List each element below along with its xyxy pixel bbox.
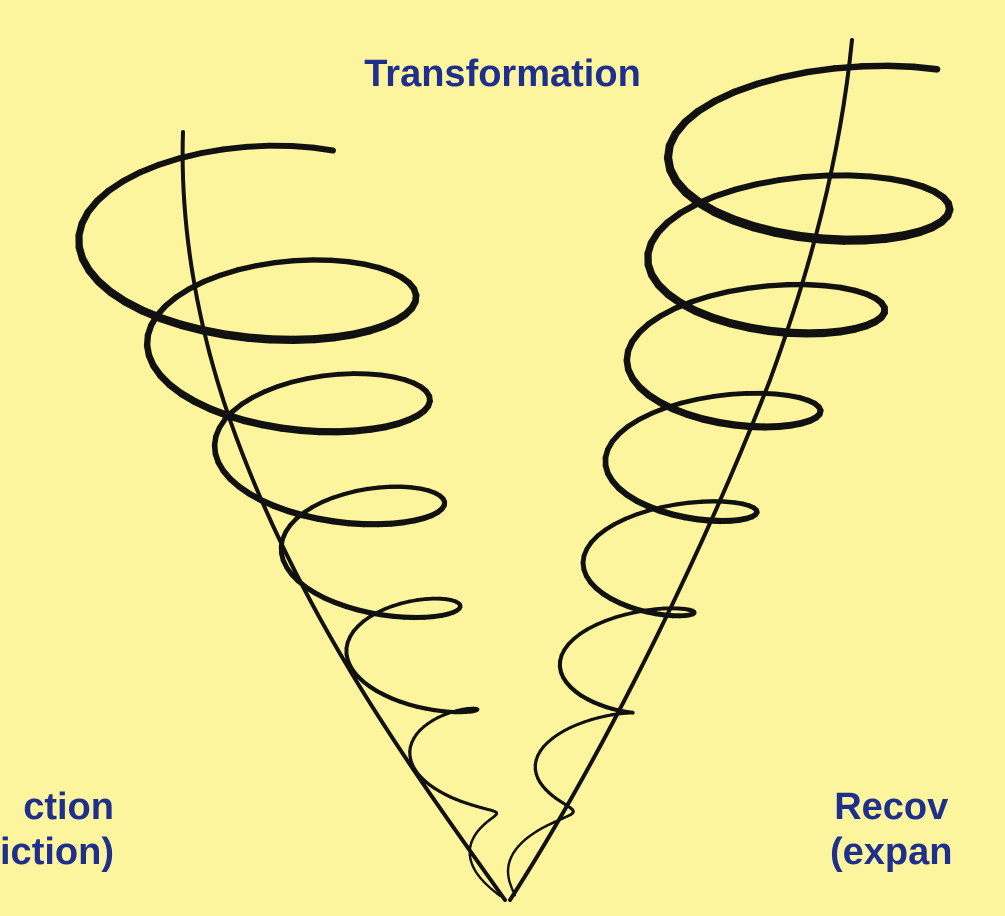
spiral-coil-segment: [220, 270, 238, 275]
spiral-coil-segment: [748, 286, 768, 288]
spiral-coil-segment: [224, 147, 247, 150]
spiral-coil-segment: [697, 396, 713, 399]
spiral-axis: [510, 40, 852, 900]
spiral-coil-segment: [714, 394, 731, 396]
recovery-label-line-2: (expan: [830, 830, 952, 875]
spiral-coil-segment: [140, 165, 159, 173]
transformation-label: Transformation: [0, 52, 1005, 97]
spiral-coil-segment: [710, 292, 729, 297]
spiral-coil-segment: [294, 260, 313, 261]
spiral-coil-segment: [275, 261, 294, 263]
contraction-label-line-1: ction: [0, 785, 114, 830]
spiral-coil-segment: [313, 148, 333, 151]
spiral-coil-segment: [681, 399, 697, 403]
spiral-coil-segment: [803, 176, 826, 178]
spiral-coil-segment: [757, 180, 780, 184]
spiral-coil-segment: [159, 158, 180, 164]
spiral-coil-segment: [715, 190, 735, 197]
spiral-coil-segment: [247, 146, 270, 147]
spiral-coil-segment: [780, 177, 803, 180]
spiral-coil-segment: [849, 175, 871, 176]
spiral-coil-segment: [768, 285, 788, 286]
spiral-coil-segment: [292, 146, 313, 148]
spiral-coil-segment: [238, 266, 256, 270]
spiral-coil-segment: [728, 288, 748, 291]
spiral-coil-segment: [256, 263, 275, 266]
contraction-label-line-2: iction): [0, 830, 114, 875]
right-spiral: [508, 40, 950, 900]
contraction-label: ction iction): [0, 785, 114, 875]
left-spiral: [79, 132, 505, 900]
recovery-label-line-1: Recov: [830, 785, 952, 830]
spiral-axis: [183, 132, 505, 900]
spiral-coil-segment: [735, 184, 757, 190]
recovery-label: Recov (expan: [830, 785, 952, 875]
spiral-coil-segment: [692, 296, 710, 302]
spiral-coil-segment: [201, 149, 224, 153]
